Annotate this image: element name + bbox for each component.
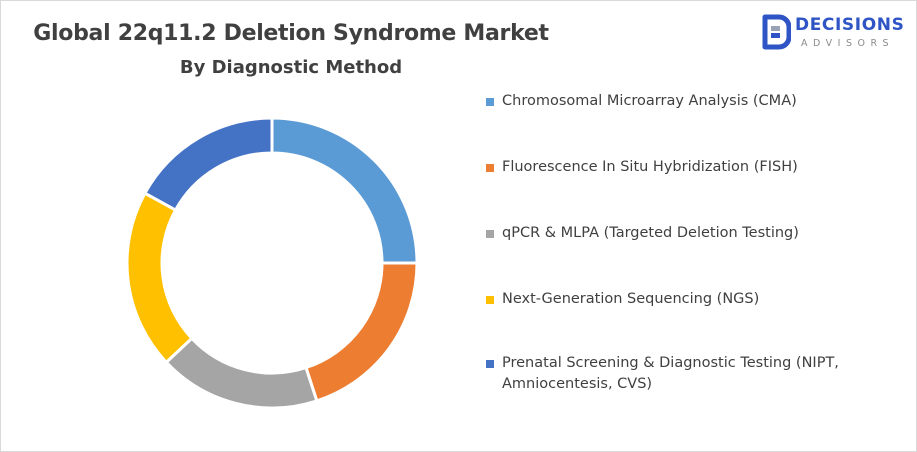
legend-label: Prenatal Screening & Diagnostic Testing …: [502, 355, 839, 371]
legend-item: Prenatal Screening & Diagnostic Testing …: [486, 353, 886, 395]
donut-slice-3: [164, 336, 319, 410]
legend-item: Fluorescence In Situ Hybridization (FISH…: [486, 157, 886, 178]
logo-sub-text: ADVISORS: [801, 38, 895, 49]
legend-item: Next-Generation Sequencing (NGS): [486, 289, 886, 310]
legend-swatch: [486, 360, 494, 368]
legend-swatch: [486, 296, 494, 304]
chart-subtitle: By Diagnostic Method: [179, 57, 403, 78]
donut-slice-1: [270, 116, 419, 265]
chart-title: Global 22q11.2 Deletion Syndrome Market: [33, 21, 549, 46]
donut-slice-2: [304, 261, 419, 403]
legend-item: qPCR & MLPA (Targeted Deletion Testing): [486, 223, 886, 244]
legend-swatch: [486, 98, 494, 106]
legend-swatch: [486, 230, 494, 238]
legend-label: Next-Generation Sequencing (NGS): [502, 291, 760, 307]
legend-label: Fluorescence In Situ Hybridization (FISH…: [502, 159, 798, 175]
donut-slice-4: [125, 191, 194, 365]
logo-main-text: DECISIONS: [795, 15, 905, 35]
logo-mark-icon: [762, 14, 791, 50]
legend-item: Chromosomal Microarray Analysis (CMA): [486, 91, 886, 112]
legend-label: Amniocentesis, CVS): [502, 376, 653, 392]
legend-swatch: [486, 164, 494, 172]
legend-label: qPCR & MLPA (Targeted Deletion Testing): [502, 225, 799, 241]
decisions-advisors-logo: DECISIONS ADVISORS: [761, 14, 911, 54]
donut-slice-5: [142, 116, 274, 213]
legend-label: Chromosomal Microarray Analysis (CMA): [502, 93, 797, 109]
